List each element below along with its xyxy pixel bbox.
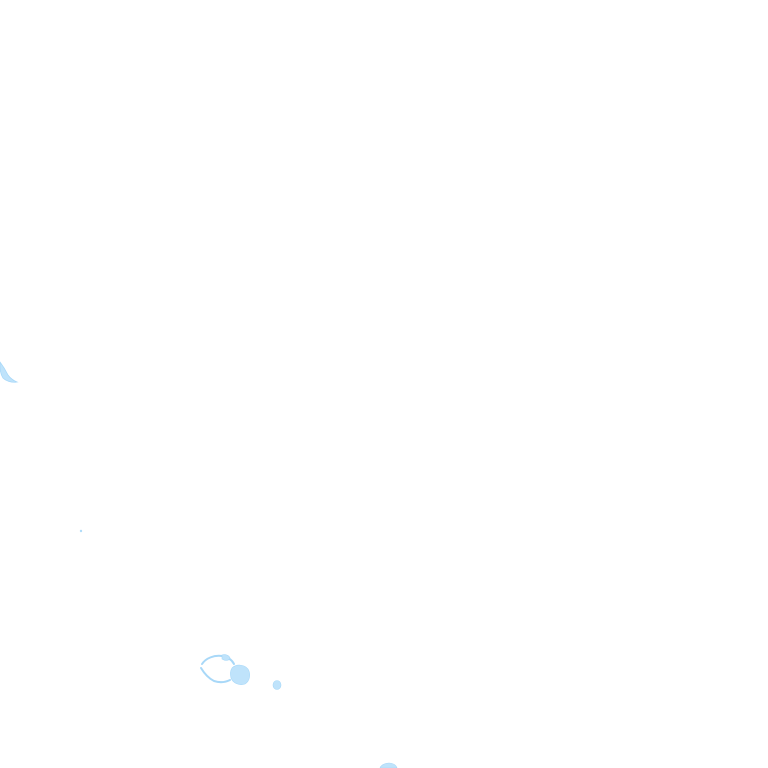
water-feature-pond	[272, 680, 282, 690]
water-feature-dot	[79, 529, 83, 533]
water-feature-bottom-edge	[379, 762, 398, 768]
water-feature-lake-small	[221, 654, 231, 661]
water-feature-lake-main	[230, 664, 250, 685]
water-feature-left-edge	[0, 361, 19, 383]
